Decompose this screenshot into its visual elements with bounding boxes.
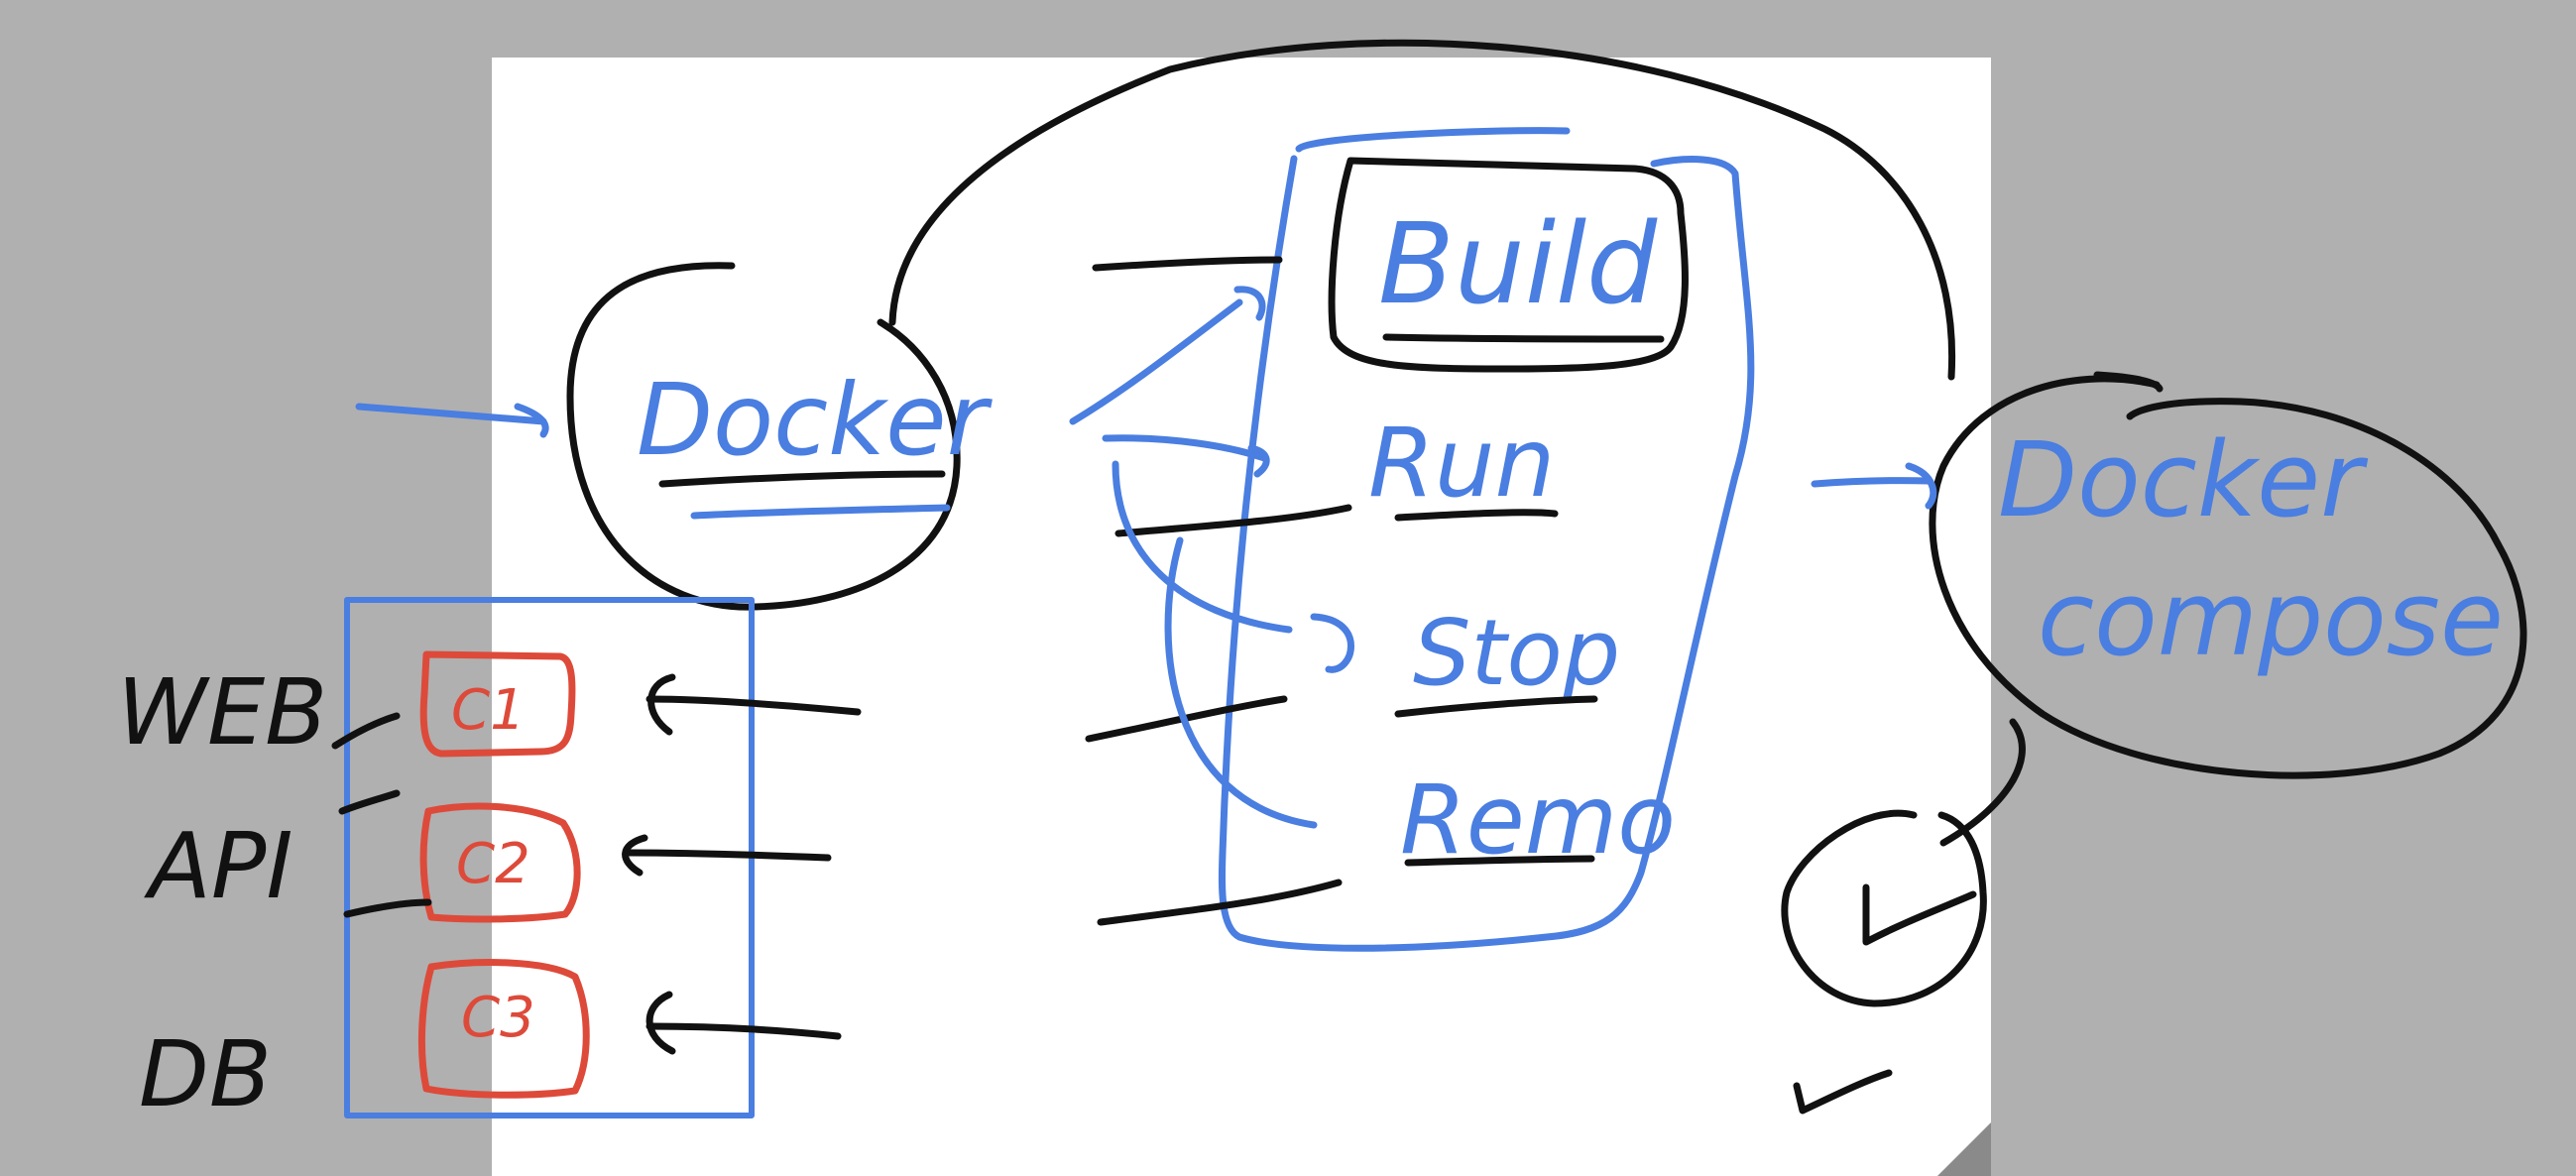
docker-circle — [566, 262, 961, 611]
remove-underline — [1404, 855, 1595, 867]
docker-compose-ellipse — [1929, 375, 2527, 779]
arrow-to-stop-head — [1310, 613, 1354, 673]
docker-label: Docker — [637, 362, 994, 478]
arrow-to-c2-head — [622, 834, 648, 877]
c1-box — [419, 650, 576, 758]
web-connector — [331, 712, 401, 750]
arrow-into-docker — [355, 403, 547, 425]
c2-box — [419, 802, 581, 923]
api-label: API — [144, 813, 293, 919]
run-label: Run — [1368, 408, 1555, 519]
web-label: WEB — [117, 659, 327, 765]
arrow-to-build — [1069, 298, 1243, 425]
stop-label: Stop — [1413, 600, 1620, 706]
arrow-to-stop — [1112, 460, 1293, 634]
docker-compose-label-line1: Docker — [1998, 419, 2369, 540]
c2-label: C2 — [456, 832, 530, 896]
dash-remove — [1097, 879, 1343, 926]
c1-label: C1 — [451, 678, 526, 743]
stop-underline — [1394, 695, 1598, 718]
api-connector-top — [338, 789, 401, 815]
dash-run — [1114, 504, 1352, 537]
arrow-to-c1-head — [647, 673, 676, 736]
build-box — [1328, 157, 1689, 373]
arrow-to-c3 — [645, 1022, 842, 1040]
build-underline — [1382, 333, 1665, 343]
arrow-to-build-head — [1233, 286, 1266, 321]
page-corner-fold-icon — [1937, 1122, 1991, 1176]
small-check-mark-icon — [1793, 1069, 1893, 1115]
arrow-to-run — [1102, 434, 1268, 462]
dash-stop — [1085, 695, 1288, 743]
check-mark-icon — [1862, 883, 1977, 946]
arrow-into-compose — [1811, 477, 1932, 488]
arrow-to-c2 — [626, 849, 832, 862]
arrow-to-run-head — [1247, 444, 1270, 478]
api-connector-bottom — [343, 898, 432, 918]
arrow-to-c1 — [645, 695, 862, 716]
docker-compose-top-stroke — [2093, 371, 2164, 393]
check-circle — [1781, 809, 1987, 1007]
db-label: DB — [139, 1021, 272, 1127]
arrow-into-compose-head — [1905, 462, 1937, 510]
c3-label: C3 — [461, 986, 535, 1050]
arrow-to-remove — [1164, 536, 1318, 829]
docker-underline-blue — [690, 504, 951, 520]
docker-underline-black — [658, 470, 946, 488]
commands-container — [1218, 127, 1755, 952]
docker-compose-label-line2: compose — [2038, 558, 2504, 679]
arrow-to-c3-head — [645, 991, 676, 1055]
dash-build — [1092, 256, 1283, 272]
run-underline — [1394, 509, 1559, 522]
c3-box — [417, 959, 590, 1099]
top-connector-arc — [888, 39, 1956, 381]
arrow-into-docker-head — [514, 403, 549, 438]
build-label: Build — [1378, 200, 1658, 329]
